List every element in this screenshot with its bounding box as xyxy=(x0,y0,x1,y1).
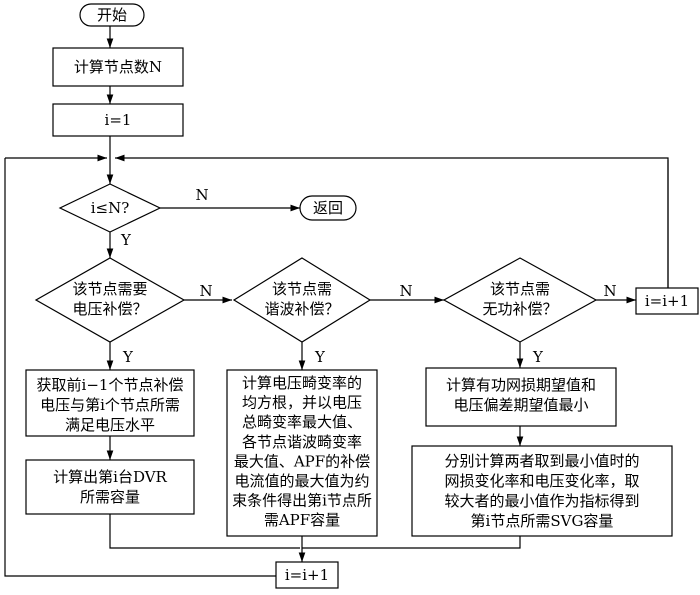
text-line: 获取前i−1个节点补偿 xyxy=(37,376,184,394)
text-line: 计算有功网损期望值和 xyxy=(446,376,596,394)
text-line: 较大者的最小值作为指标得到 xyxy=(444,492,639,510)
text-line: 该节点需 xyxy=(272,280,332,298)
text-line: 网损变化率和电压变化率，取 xyxy=(444,472,639,490)
inc-right-label: i=i+1 xyxy=(645,292,689,310)
merge-line-dvr xyxy=(109,514,300,549)
inc-bottom-box xyxy=(275,561,339,589)
dvr-step1-label: 获取前i−1个节点补偿电压与第i个节点所需满足电压水平 xyxy=(37,376,184,434)
text-line: 电压偏差期望值最小 xyxy=(453,396,588,414)
text-line: 分别计算两者取到最小值时的 xyxy=(444,452,639,470)
init-i-label: i=1 xyxy=(105,111,132,129)
svg-step2-box xyxy=(411,445,673,537)
svg-step2-label: 分别计算两者取到最小值时的网损变化率和电压变化率，取较大者的最小值作为指标得到第… xyxy=(444,452,639,530)
text-line: 所需容量 xyxy=(80,488,140,506)
text-line: 束条件得出第i节点所 xyxy=(232,492,372,510)
text-line: 最大值、APF的补偿 xyxy=(234,452,370,470)
loop-return-line xyxy=(115,154,669,288)
text-line: 该节点需要 xyxy=(72,280,147,298)
dvr-step1-box xyxy=(25,369,195,437)
label-yes-voltage: Y xyxy=(122,348,134,366)
text-line: 电压补偿？ xyxy=(72,300,147,318)
text-line: 均方根，并以电压 xyxy=(242,394,362,412)
harmonic-decision xyxy=(232,257,372,343)
return-terminal xyxy=(299,195,357,221)
svg-step1-box xyxy=(425,367,617,427)
init-i-box xyxy=(52,103,184,137)
label-yes-reactive: Y xyxy=(532,348,544,366)
label-no-voltage: N xyxy=(199,282,212,300)
inc-right-box xyxy=(635,287,699,315)
label-yes-check: Y xyxy=(120,231,132,249)
label-no-harmonic: N xyxy=(399,282,412,300)
text-line: 谐波补偿？ xyxy=(264,300,339,318)
inc-bottom-label: i=i+1 xyxy=(285,566,329,584)
voltage-decision-label: 该节点需要电压补偿？ xyxy=(72,280,147,318)
start-terminal xyxy=(79,3,145,27)
dvr-step2-box xyxy=(25,459,195,515)
dvr-step2-label: 计算出第i台DVR 所需容量 xyxy=(53,468,167,506)
label-no-check: N xyxy=(195,186,208,204)
apf-step-box xyxy=(226,369,378,537)
text-line: 总畸变率最大值、 xyxy=(242,413,362,431)
text-line: 电流值的最大值为约 xyxy=(234,472,369,490)
svg-step1-label: 计算有功网损期望值和电压偏差期望值最小 xyxy=(446,376,596,414)
compute-n-box xyxy=(52,47,184,87)
label-yes-harmonic: Y xyxy=(314,348,326,366)
label-no-reactive: N xyxy=(603,282,616,300)
check-i-decision xyxy=(58,183,162,233)
harmonic-decision-label: 该节点需谐波补偿？ xyxy=(264,280,339,318)
text-line: 第i节点所需SVG容量 xyxy=(471,512,614,530)
apf-step-label: 计算电压畸变率的均方根，并以电压总畸变率最大值、各节点谐波畸变率最大值、APF的… xyxy=(232,374,372,529)
reactive-decision xyxy=(442,257,598,343)
voltage-decision xyxy=(34,257,186,343)
start-label: 开始 xyxy=(97,6,127,24)
merge-line-svg xyxy=(302,536,521,549)
text-line: 各节点谐波畸变率 xyxy=(242,433,362,451)
loop-line-bottom xyxy=(4,158,276,577)
reactive-decision-label: 该节点需无功补偿？ xyxy=(482,280,557,318)
text-line: 该节点需 xyxy=(490,280,550,298)
text-line: 计算电压畸变率的 xyxy=(242,374,362,392)
text-line: 计算出第i台DVR xyxy=(53,468,167,486)
connectors xyxy=(4,26,669,577)
text-line: 电压与第i个节点所需 xyxy=(40,396,180,414)
text-line: 满足电压水平 xyxy=(65,416,155,434)
text-line: 需APF容量 xyxy=(264,511,340,529)
text-line: 无功补偿？ xyxy=(482,300,557,318)
return-label: 返回 xyxy=(313,199,343,217)
check-i-label: i≤N? xyxy=(91,199,130,217)
compute-n-label: 计算节点数N xyxy=(74,58,162,76)
